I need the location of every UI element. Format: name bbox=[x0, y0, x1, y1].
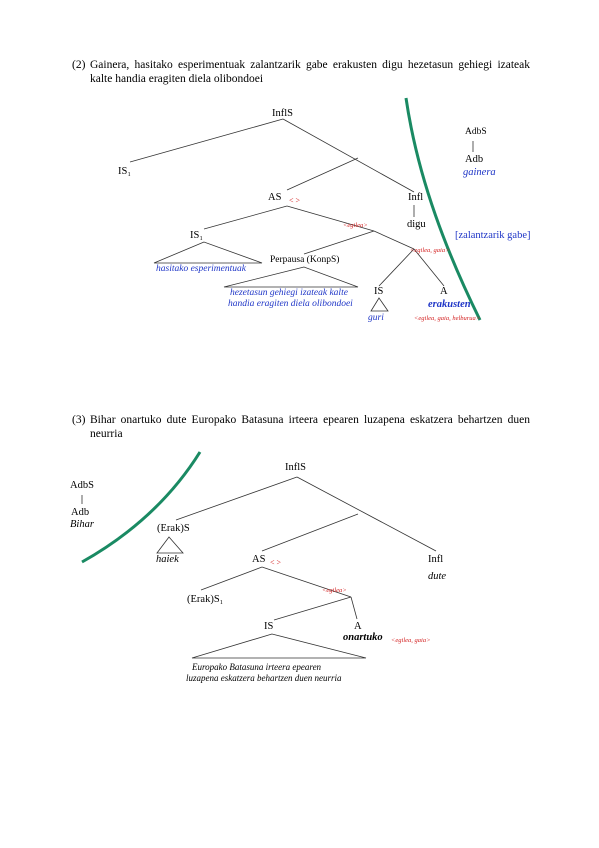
node-infl: Infl bbox=[408, 192, 424, 203]
node3-haiek: haiek bbox=[156, 554, 179, 565]
node3-is: IS bbox=[264, 621, 274, 632]
node-is: IS bbox=[374, 286, 384, 297]
node-adb: Adb bbox=[465, 154, 484, 165]
node-hezetasun-2: handia eragiten diela olibondoei bbox=[228, 299, 353, 309]
node-as-mark: < > bbox=[289, 196, 301, 205]
node3-adbs: AdbS bbox=[70, 480, 94, 491]
arc-3 bbox=[81, 451, 202, 564]
node-egilea-gaia: <egilea, gaia> bbox=[410, 247, 450, 254]
node-adbs: AdbS bbox=[465, 127, 487, 137]
example-sentence-2: Gainera, hasitako esperimentuak zalantza… bbox=[90, 59, 530, 85]
node-erakusten-args: <egilea, gaia, helburua> bbox=[414, 315, 481, 322]
node-as: AS bbox=[268, 192, 282, 203]
node-hasitako: hasitako esperimentuak bbox=[156, 264, 246, 274]
node-digu: digu bbox=[407, 219, 426, 230]
example-number-2: (2) bbox=[72, 59, 86, 71]
arc-2 bbox=[404, 97, 482, 321]
node3-as: AS bbox=[252, 554, 266, 565]
node-zalantzarik: [zalantzarik gabe] bbox=[455, 230, 531, 241]
node3-onartuko-args: <egilea, gaia> bbox=[391, 637, 431, 644]
example-sentence-3: Bihar onartuko dute Europako Batasuna ir… bbox=[90, 414, 530, 440]
node-perpausa: Perpausa (KonpS) bbox=[270, 255, 340, 265]
node3-a: A bbox=[354, 621, 362, 632]
node3-egilea: <egilea> bbox=[322, 587, 347, 594]
node-gainera: gainera bbox=[463, 167, 496, 178]
node-is1b: IS₁ bbox=[190, 230, 203, 241]
node-infls: InflS bbox=[272, 108, 293, 119]
node-erakusten: erakusten bbox=[428, 299, 471, 310]
node-guri: guri bbox=[368, 313, 384, 323]
node3-infls: InflS bbox=[285, 462, 306, 473]
node3-dute: dute bbox=[428, 571, 447, 582]
node-a: A bbox=[440, 286, 448, 297]
example-number-3: (3) bbox=[72, 414, 86, 426]
node3-as-mark: < > bbox=[270, 558, 282, 567]
node3-europako-2: luzapena eskatzera behartzen duen neurri… bbox=[186, 673, 342, 683]
node3-eraks: (Erak)S bbox=[157, 523, 190, 534]
node3-eraks1: (Erak)S₁ bbox=[187, 594, 224, 605]
node-hezetasun-1: hezetasun gehiegi izateak kalte bbox=[230, 288, 348, 298]
node3-onartuko: onartuko bbox=[343, 632, 383, 643]
node3-europako-1: Europako Batasuna irteera epearen bbox=[192, 662, 322, 672]
node-egilea: <egilea> bbox=[343, 222, 368, 229]
node3-infl: Infl bbox=[428, 554, 444, 565]
node3-bihar: Bihar bbox=[70, 519, 94, 530]
node3-adb: Adb bbox=[71, 507, 90, 518]
node-is1: IS₁ bbox=[118, 166, 131, 177]
